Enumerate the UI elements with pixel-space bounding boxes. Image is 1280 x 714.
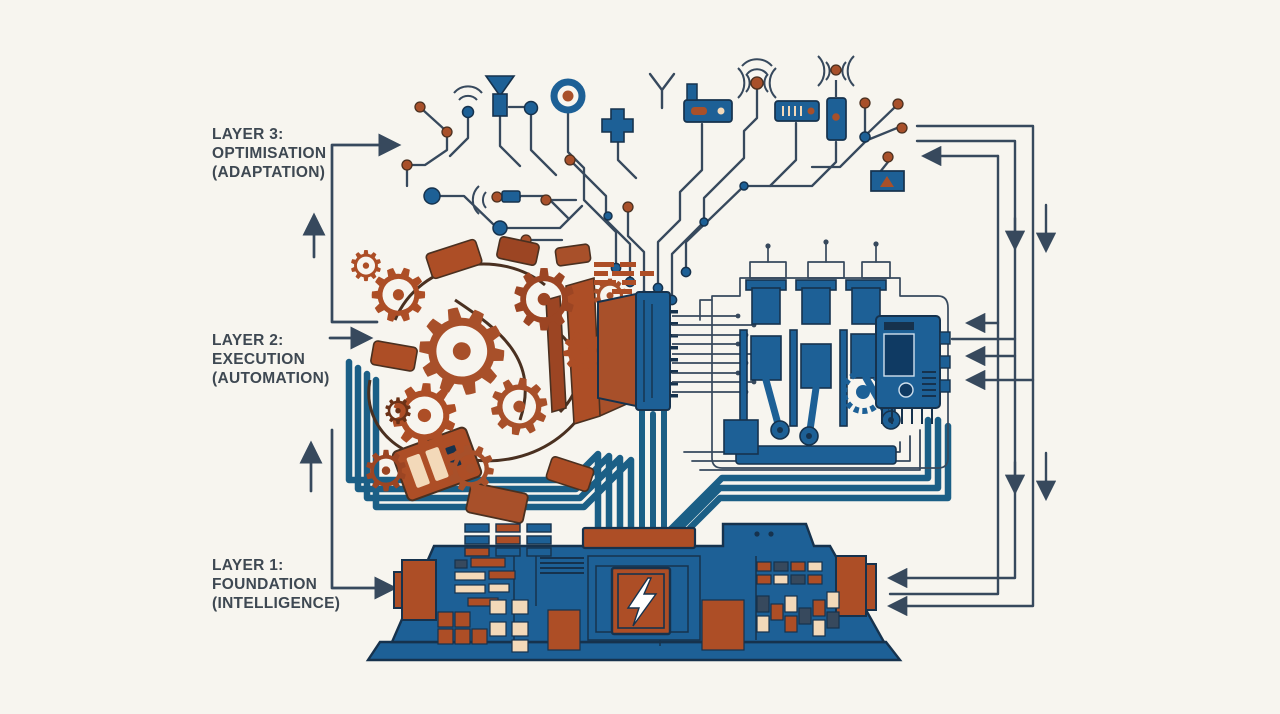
spine-pins [639, 407, 667, 531]
layer2-line1: LAYER 2: [212, 332, 284, 349]
mini-chip-bars [594, 262, 654, 294]
loop-outer [886, 124, 1035, 617]
layer3-line3: (ADAPTATION) [212, 164, 325, 181]
right-chips [756, 561, 840, 637]
tool-blobs [370, 236, 633, 492]
layer3-line1: LAYER 3: [212, 126, 284, 143]
layer1-input-arrow [330, 428, 398, 600]
wifi-arcs [453, 55, 855, 215]
router-icon [683, 83, 733, 123]
layer1-line1: LAYER 1: [212, 557, 284, 574]
svg-text:⚙: ⚙ [506, 251, 581, 349]
svg-text:⚙: ⚙ [347, 242, 385, 291]
layer1-line2: FOUNDATION [212, 576, 317, 593]
lightning-bolt-icon [626, 577, 658, 627]
plus-chip-icon [601, 108, 634, 143]
tree-rust-nodes [401, 64, 908, 246]
svg-text:⚙: ⚙ [382, 392, 414, 433]
chip-stack [464, 523, 552, 557]
wifi-beacon-icon [750, 76, 764, 90]
vent-lines [540, 557, 584, 574]
svg-text:⚙: ⚙ [361, 440, 411, 505]
board-base [365, 640, 903, 662]
layer2-line3: (AUTOMATION) [212, 370, 330, 387]
engine-top-dots [765, 239, 879, 249]
connector-fanout [672, 315, 752, 393]
loop-inner [888, 154, 1000, 596]
layer2-line2: EXECUTION [212, 351, 305, 368]
right-feedback-loops [886, 124, 1057, 617]
side-connectors [393, 555, 877, 621]
left-chips [437, 557, 745, 653]
wifi-sensor-icon [826, 80, 847, 141]
wifi-node-icon [501, 190, 521, 203]
alert-box-icon [870, 170, 905, 192]
tree-branches [405, 88, 899, 302]
layer1-label: LAYER 1: FOUNDATION (INTELLIGENCE) [212, 557, 340, 612]
layer1-line3: (INTELLIGENCE) [212, 595, 340, 612]
ring-node-icon [550, 78, 586, 114]
left-flow-arrows [299, 133, 402, 600]
lightning-module [610, 566, 672, 636]
antenna-y-icon [648, 72, 676, 110]
pin-header [581, 526, 697, 550]
foundation-board [365, 522, 903, 662]
central-connector [597, 291, 678, 411]
engine-schematic [672, 239, 951, 469]
circuit-tree [401, 55, 908, 306]
layer2-to-layer3-feedback-arrow [330, 133, 402, 324]
slot-router-icon [774, 100, 820, 122]
engine-top-traces [699, 243, 891, 321]
layer2-label: LAYER 2: EXECUTION (AUTOMATION) [212, 332, 330, 387]
keyboard-module [391, 426, 529, 524]
layer3-line2: OPTIMISATION [212, 145, 326, 162]
control-unit [875, 315, 951, 424]
funnel-antenna-icon [484, 75, 516, 117]
loop-middle [886, 139, 1017, 589]
layer3-label: LAYER 3: OPTIMISATION (ADAPTATION) [212, 126, 326, 181]
